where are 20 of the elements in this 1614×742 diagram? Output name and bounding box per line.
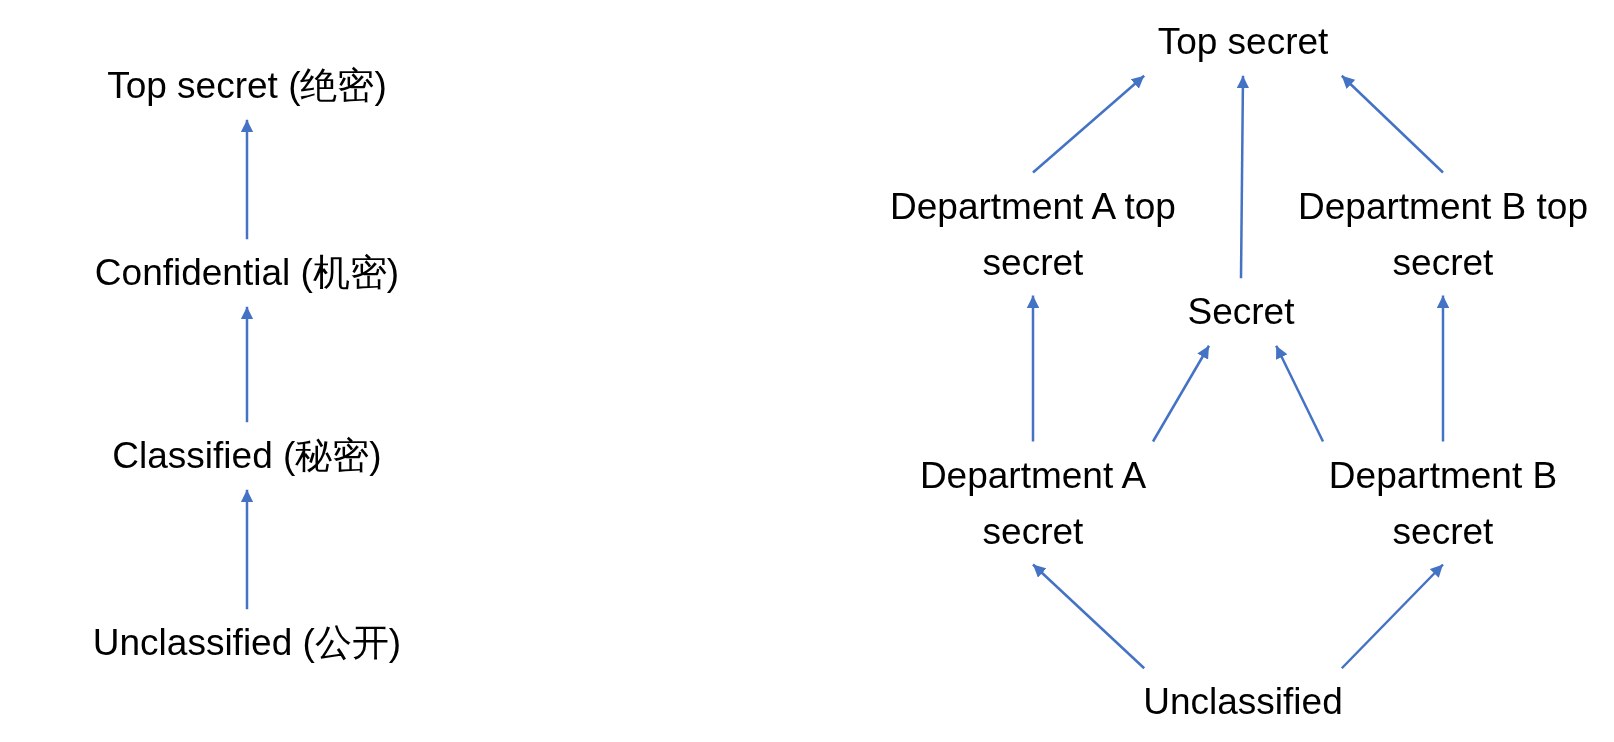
arrow: [1032, 563, 1146, 670]
arrow: [1340, 563, 1444, 670]
arrow: [1026, 295, 1040, 442]
level-label: Classified (秘密): [47, 428, 447, 484]
level-label: Top secret (绝密): [37, 58, 457, 114]
arrow: [1032, 74, 1146, 174]
arrow: [1436, 295, 1450, 442]
arrow: [240, 306, 254, 423]
level-label: Department B secret: [1293, 447, 1593, 559]
level-label: Department A secret: [883, 447, 1183, 559]
level-label: Top secret: [1113, 14, 1373, 70]
arrow: [1275, 345, 1325, 443]
arrow: [240, 119, 254, 240]
level-label: Unclassified (公开): [27, 615, 467, 671]
level-label: Confidential (机密): [27, 245, 467, 301]
arrow: [240, 489, 254, 610]
arrow: [1236, 75, 1250, 279]
level-label: Unclassified: [1113, 674, 1373, 730]
arrow: [1340, 74, 1444, 174]
arrow: [1151, 345, 1211, 443]
